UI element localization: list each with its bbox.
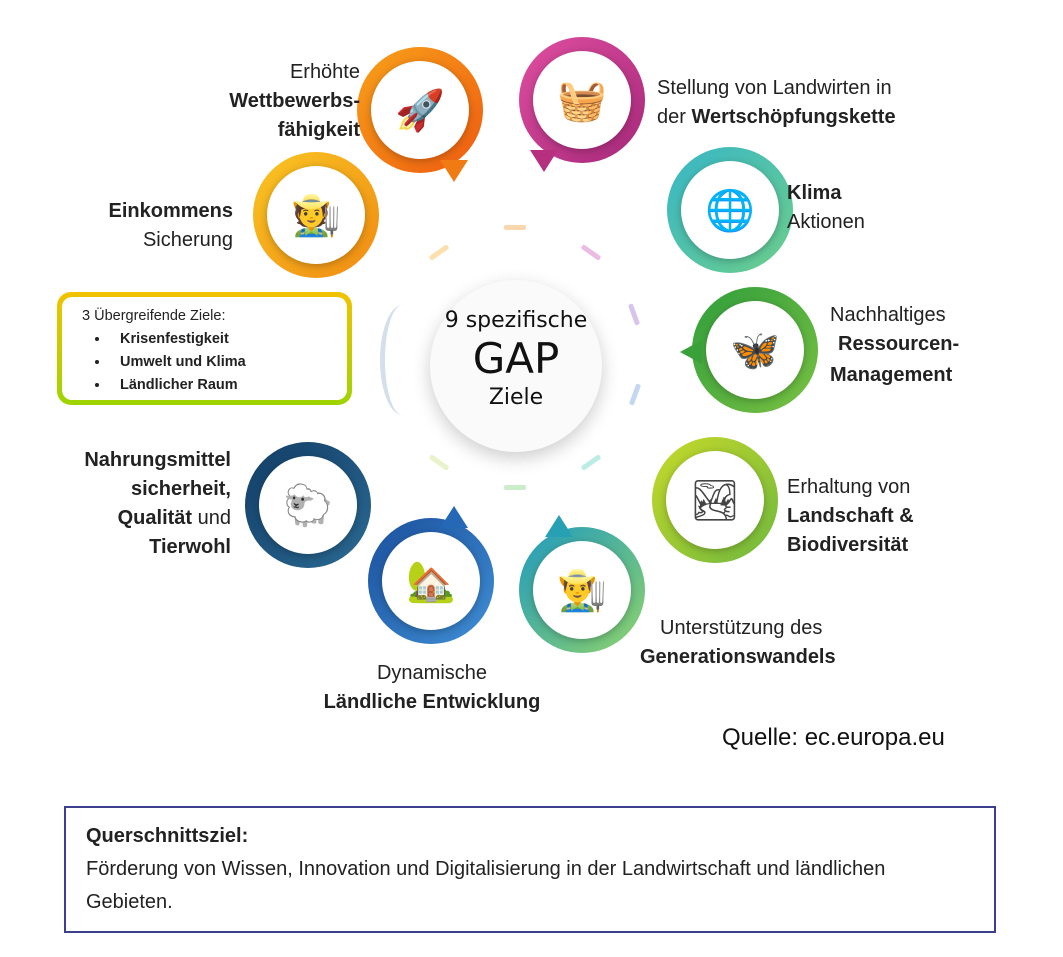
label-wettbewerb: Erhöhte Wettbewerbs- fähigkeit (229, 58, 360, 145)
ring-tail (530, 150, 558, 172)
farmer-cycle-icon: 👨‍🌾 (533, 541, 631, 639)
ring-dash (504, 225, 526, 230)
ring-tail (545, 515, 573, 537)
goal-ring-laendlich: 🏡 (368, 518, 494, 644)
butterfly-icon: 🦋 (706, 301, 804, 399)
label-line: Stellung von Landwirten in (657, 77, 892, 99)
crosscutting-text: Förderung von Wissen, Innovation und Dig… (86, 858, 886, 913)
label-line: Landschaft & (787, 505, 914, 527)
goal-ring-einkommen: 🧑‍🌾 (253, 152, 379, 278)
label-line: Wertschöpfungskette (691, 106, 896, 128)
overarching-item: Ländlicher Raum (110, 374, 347, 397)
label-line: Wettbewerbs- (229, 90, 360, 112)
label-line: Nahrungsmittel (84, 449, 231, 471)
overarching-title: 3 Übergreifende Ziele: (82, 308, 226, 324)
goal-ring-nahrung: 🐑 (245, 442, 371, 568)
ring-dash (504, 485, 526, 490)
landscape-icon: 🏞 (666, 451, 764, 549)
farmhouse-icon: 🏡 (382, 532, 480, 630)
label-line: Dynamische (376, 662, 488, 684)
overarching-item: Krisenfestigkeit (110, 328, 347, 351)
label-line: Ressourcen- (838, 333, 960, 355)
label-line: Biodiversität (787, 534, 909, 556)
label-ressourcen: Nachhaltiges Ressourcen- Management (830, 301, 959, 390)
label-line: Generationswandels (640, 646, 836, 668)
ring-tail (680, 340, 702, 364)
label-klima: Klima Aktionen (787, 179, 865, 237)
produce-crate-icon: 🧺 (533, 51, 631, 149)
label-generation: Unterstützung des Generationswandels (640, 614, 836, 672)
label-line: Nachhaltiges (830, 304, 946, 326)
goal-ring-generation: 👨‍🌾 (519, 527, 645, 653)
center-circle: 9 spezifische GAP Ziele (430, 280, 602, 452)
label-nahrung: Nahrungsmittel sicherheit, Qualität und … (84, 446, 231, 562)
center-line3: Ziele (488, 385, 544, 410)
label-wertschoepfung: Stellung von Landwirten in der Wertschöp… (657, 74, 896, 132)
label-landschaft: Erhaltung von Landschaft & Biodiversität (787, 473, 914, 560)
ring-dash (580, 454, 602, 471)
label-line: Einkommens (108, 200, 233, 222)
ring-dash (628, 383, 642, 406)
ring-dash (580, 244, 602, 261)
globe-thermometer-icon: 🌐 (681, 161, 779, 259)
crosscutting-title: Querschnittsziel: (86, 825, 249, 847)
label-line: Aktionen (787, 211, 865, 233)
goal-ring-wettbewerb: 🚀 (357, 47, 483, 173)
ring-dash (627, 303, 641, 326)
label-line: Tierwohl (149, 536, 231, 558)
ring-tail (440, 160, 468, 182)
label-laendlich: Dynamische Ländliche Entwicklung (302, 659, 562, 717)
label-line: der (657, 106, 692, 128)
crosscutting-box: Querschnittsziel: Förderung von Wissen, … (64, 806, 996, 933)
label-line: Management (830, 364, 953, 386)
farmer-hands-icon: 🧑‍🌾 (267, 166, 365, 264)
label-line: sicherheit, (130, 478, 231, 500)
livestock-icon: 🐑 (259, 456, 357, 554)
center-title: GAP (472, 334, 560, 383)
ring-dash (428, 454, 450, 471)
goal-ring-landschaft: 🏞 (652, 437, 778, 563)
source-note: Quelle: ec.europa.eu (722, 724, 945, 751)
goal-ring-klima: 🌐 (667, 147, 793, 273)
center-line1: 9 spezifische (444, 308, 588, 333)
rocket-icon: 🚀 (371, 61, 469, 159)
label-line: Sicherung (142, 229, 233, 251)
label-line: fähigkeit (277, 119, 360, 141)
ring-dash (428, 244, 450, 261)
goal-ring-wertschoepfung: 🧺 (519, 37, 645, 163)
label-line: Ländliche Entwicklung (323, 691, 541, 713)
label-line: Qualität (117, 507, 193, 529)
goal-ring-ressourcen: 🦋 (692, 287, 818, 413)
overarching-item: Umwelt und Klima (110, 351, 347, 374)
label-line: Unterstützung des (660, 617, 823, 639)
overarching-goals-box: 3 Übergreifende Ziele: Krisenfestigkeit … (57, 292, 352, 405)
ring-arc (380, 305, 425, 415)
ring-tail (440, 506, 468, 528)
label-line: Klima (787, 182, 842, 204)
label-line: und (192, 507, 231, 529)
label-line: Erhaltung von (787, 476, 911, 498)
label-einkommen: Einkommens Sicherung (109, 197, 233, 255)
label-line: Erhöhte (289, 61, 360, 83)
